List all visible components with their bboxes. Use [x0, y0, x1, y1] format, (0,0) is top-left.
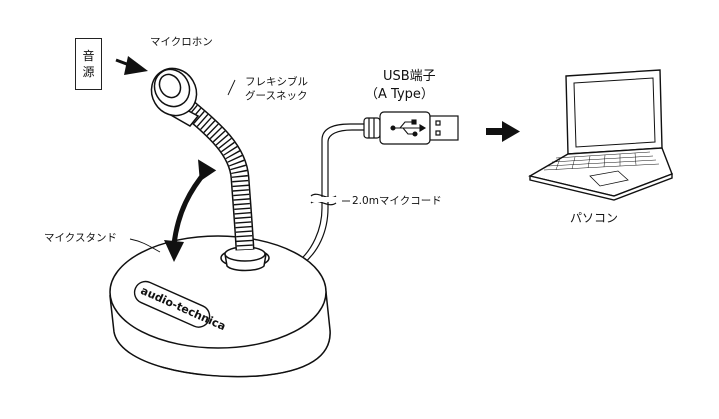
gooseneck — [181, 100, 255, 251]
cord-break-gap — [312, 197, 336, 202]
source-arrow — [115, 56, 148, 75]
stand-label: マイクスタンド — [44, 232, 117, 244]
mic-stand-base — [109, 235, 331, 378]
mic-cord — [297, 123, 366, 265]
usb-plug — [363, 111, 459, 145]
laptop-icon — [528, 69, 673, 201]
usb-symbol-icon — [390, 119, 427, 137]
sound-source-box: 音 源 — [75, 38, 102, 90]
leader-lines — [129, 79, 350, 253]
gooseneck-label-line-1: フレキシブル — [245, 76, 308, 88]
gooseneck-label-line-2: グースネック — [245, 90, 308, 102]
mic-head — [150, 67, 200, 127]
computer-label: パソコン — [570, 211, 619, 225]
sound-source-char-2: 源 — [82, 65, 95, 79]
computer-arrow — [486, 121, 520, 142]
bend-arrow — [164, 159, 217, 262]
sound-source-char-1: 音 — [82, 48, 95, 63]
cord-label: 2.0mマイクコード — [352, 195, 442, 207]
microphone-label: マイクロホン — [150, 36, 213, 48]
usb-label-line-1: USB端子 — [383, 69, 436, 84]
usb-label-line-2: （A Type） — [365, 87, 434, 102]
